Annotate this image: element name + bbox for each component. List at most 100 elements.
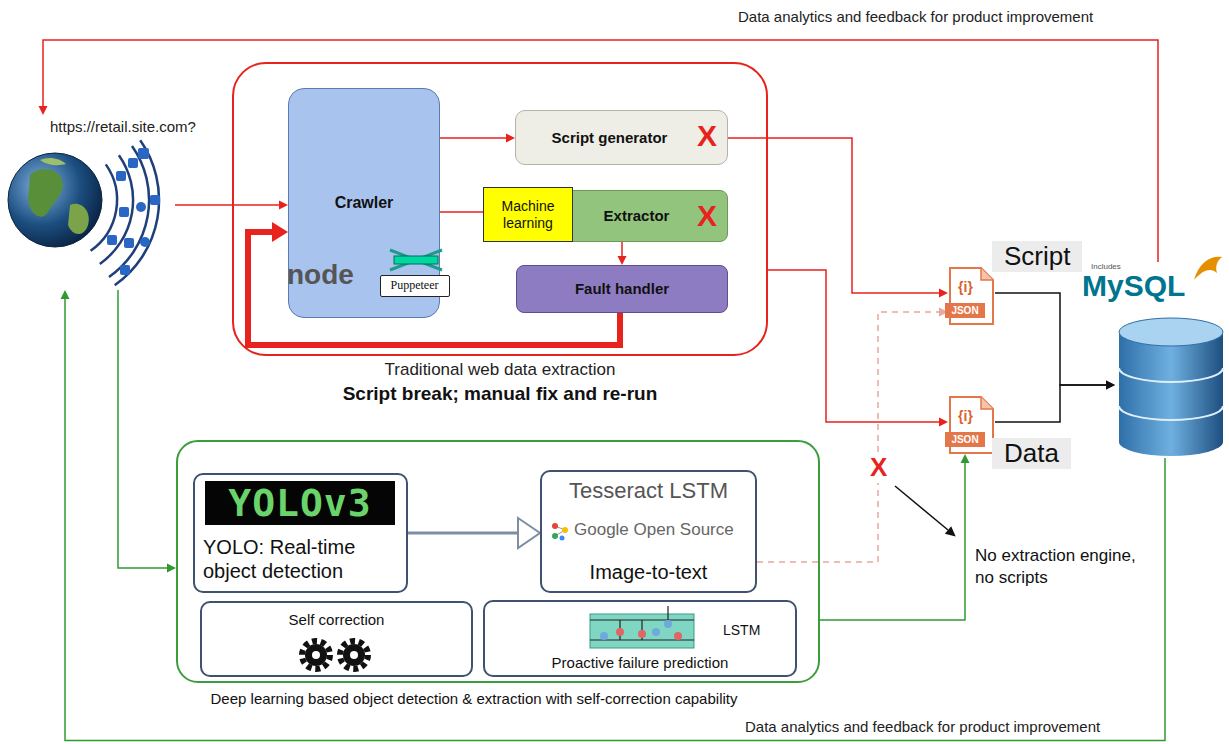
box-label: Crawler xyxy=(335,193,394,212)
connector xyxy=(757,312,939,562)
json-file: {i}JSONScript xyxy=(948,267,995,325)
connector xyxy=(43,40,1158,262)
connector xyxy=(118,290,167,568)
signal-arcs-part xyxy=(91,164,117,250)
social-icons-part xyxy=(116,171,126,181)
box-label: Proactive failure prediction xyxy=(485,654,795,672)
social-icons-part xyxy=(138,148,149,159)
edge-label: Data analytics and feedback for product … xyxy=(742,718,1103,736)
box-label: Machine learning xyxy=(488,198,568,230)
globe-illustration-part xyxy=(28,169,63,217)
connector xyxy=(768,270,939,422)
model-name: LSTM xyxy=(723,622,760,639)
note: No extraction engine, no scripts xyxy=(975,545,1153,589)
file-glyph: {i} xyxy=(950,408,981,425)
box-label: Self correction xyxy=(202,611,471,629)
social-icons-part xyxy=(119,207,129,217)
social-icons-part xyxy=(136,202,146,212)
gears-icon-part xyxy=(312,651,320,659)
google-logo xyxy=(550,521,570,541)
module-box: Self correction xyxy=(200,601,473,677)
module-box: YOLOv3YOLO: Real-time object detection xyxy=(193,473,408,593)
connector xyxy=(408,532,518,535)
connector xyxy=(621,242,623,256)
connector xyxy=(995,293,1106,385)
module-box: Tesseract LSTMGoogle Open SourceImage-to… xyxy=(540,470,757,593)
globe-illustration-part xyxy=(68,204,89,234)
failure-mark: X xyxy=(868,452,889,483)
failure-mark: X xyxy=(697,118,717,154)
leader-arrow xyxy=(895,486,948,530)
social-icons-part xyxy=(128,158,138,168)
dolphin-logo xyxy=(1191,252,1223,284)
tag-box: Machine learning xyxy=(483,187,573,242)
database-cylinder-part xyxy=(1119,368,1223,420)
google-logo-part xyxy=(560,536,565,541)
signal-arcs-part xyxy=(100,155,133,264)
failure-mark: X xyxy=(697,198,717,234)
puppeteer-logo-part xyxy=(390,250,442,270)
social-icons-part xyxy=(120,265,130,275)
box-label: Script generator xyxy=(552,129,668,147)
web-source: https://retail.site.com? xyxy=(8,115,175,290)
dolphin-logo-part xyxy=(1194,257,1222,280)
connector xyxy=(995,385,1106,422)
json-file-icon-part xyxy=(945,303,985,318)
json-file-icon-part xyxy=(981,397,993,409)
lstm-cell-diagram-part xyxy=(652,628,660,636)
edge-label: Data analytics and feedback for product … xyxy=(735,8,1096,26)
gears-icon-part xyxy=(350,651,358,659)
puppeteer-logo-part xyxy=(394,256,438,264)
social-icons xyxy=(107,148,160,275)
lstm-cell-diagram-part xyxy=(600,632,608,640)
file-type: JSON xyxy=(945,433,985,446)
lstm-cell-diagram-part xyxy=(638,630,646,638)
signal-arcs-part xyxy=(115,140,159,285)
connector xyxy=(440,137,506,139)
gears-icon-part xyxy=(305,644,327,666)
process-box: Script generator xyxy=(515,110,728,165)
gears-icon-part xyxy=(343,644,365,666)
json-file-icon xyxy=(948,267,995,325)
social-icons-part xyxy=(140,237,150,247)
google-logo-part xyxy=(552,533,558,539)
box-label: Tesseract LSTM xyxy=(542,478,755,504)
box-label: YOLO: Real-time object detection xyxy=(203,535,403,583)
connector xyxy=(65,299,1165,741)
file-name: Data xyxy=(992,438,1071,469)
google-logo-part xyxy=(552,523,558,529)
database-cylinder-part xyxy=(1119,318,1223,346)
gears-icon-part xyxy=(302,641,330,669)
database-cylinder-part xyxy=(1119,332,1223,456)
lstm-cell-diagram-part xyxy=(590,614,694,648)
puppeteer-logo xyxy=(386,246,446,274)
region-caption: Deep learning based object detection & e… xyxy=(92,690,856,708)
nodejs-logo-text: node xyxy=(287,258,354,292)
deep-learning-region: Deep learning based object detection & e… xyxy=(176,440,820,712)
gears-icon-part xyxy=(340,641,368,669)
lstm-cell-diagram-part xyxy=(616,628,624,636)
logo-text: MySQL xyxy=(1082,268,1185,304)
box-label: Puppeteer xyxy=(391,278,439,292)
social-icons-part xyxy=(124,238,134,248)
signal-arcs xyxy=(91,140,159,285)
lstm-cell-diagram-part xyxy=(674,632,682,640)
database: IncludesMySQL xyxy=(1115,262,1225,458)
globe-illustration-part xyxy=(40,158,66,165)
traditional-extraction-region: Traditional web data extractionScript br… xyxy=(232,62,768,407)
url-label: https://retail.site.com? xyxy=(50,118,196,136)
connector xyxy=(175,204,279,206)
globe-illustration xyxy=(8,153,102,247)
brand-text: Google Open Source xyxy=(574,520,734,540)
lstm-cell-diagram xyxy=(590,606,694,650)
google-logo-part xyxy=(562,527,568,533)
lstm-cell-diagram-part xyxy=(664,620,672,628)
json-file-icon-part xyxy=(945,432,985,447)
connector xyxy=(728,138,939,293)
logo-text: YOLOv3 xyxy=(205,481,395,525)
connector xyxy=(820,463,965,620)
module-box: LSTM Proactive failure prediction xyxy=(483,600,797,677)
file-name: Script xyxy=(992,241,1082,272)
database-cylinder xyxy=(1118,318,1224,458)
